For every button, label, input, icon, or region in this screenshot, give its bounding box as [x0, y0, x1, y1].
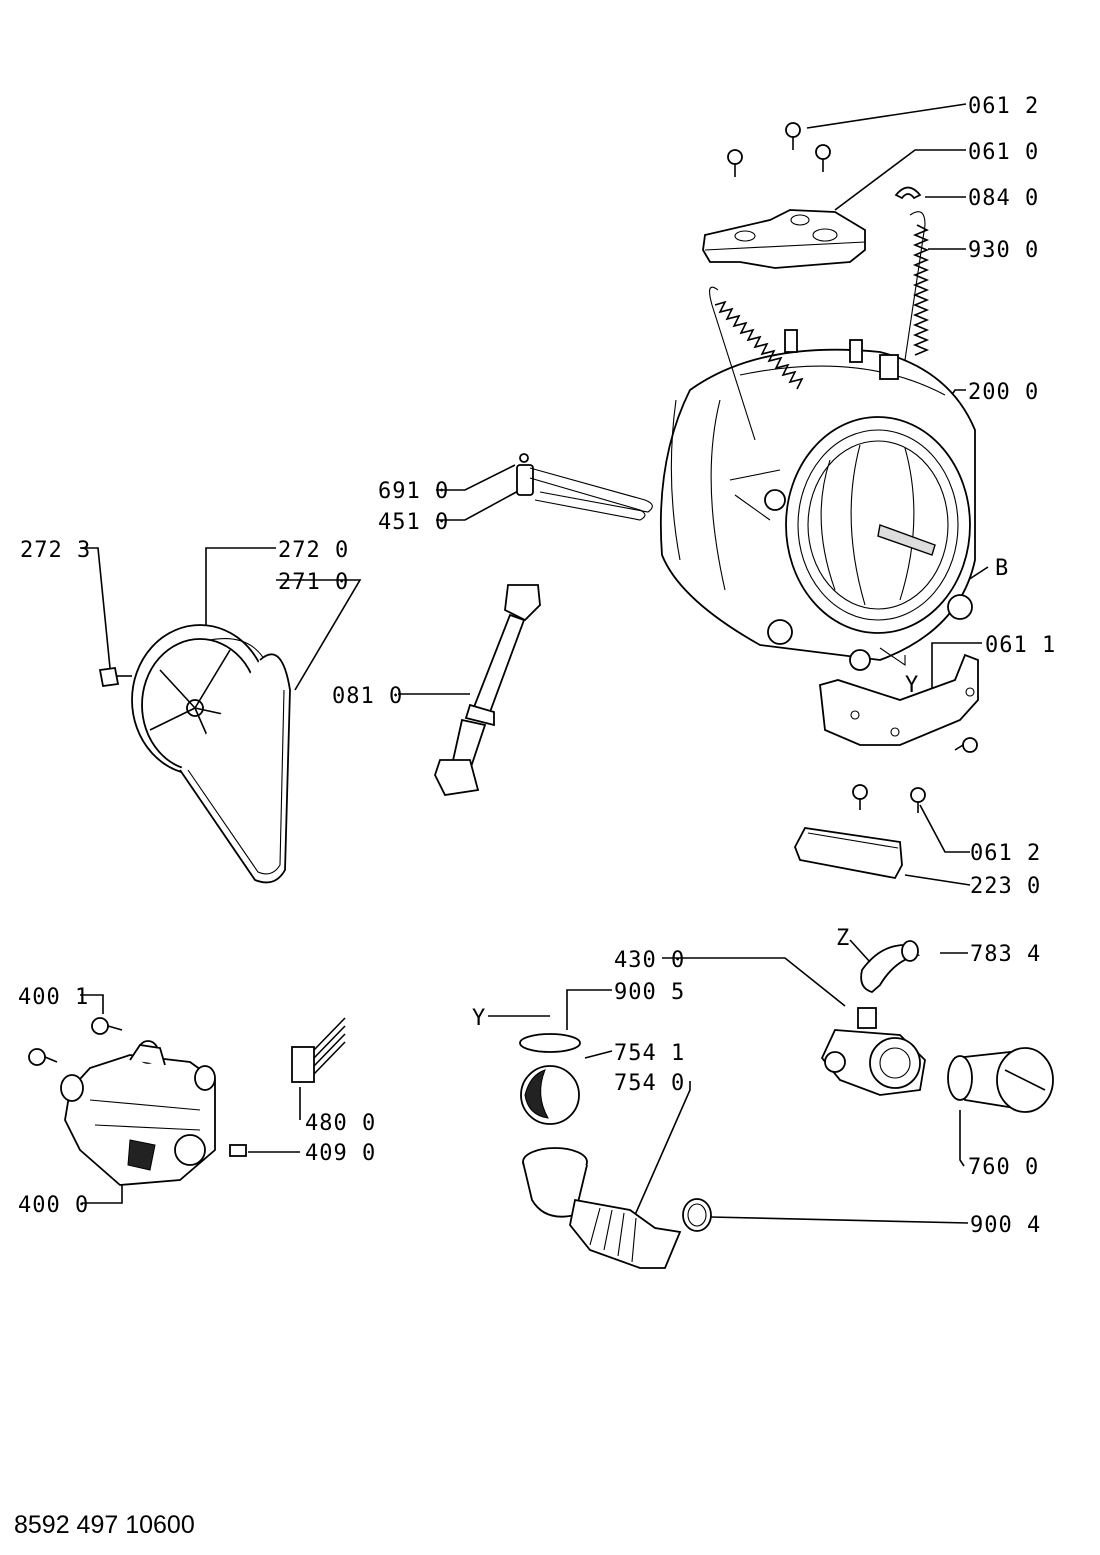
- counterweight-bottom: [819, 653, 979, 746]
- label-760-0: 760 0: [968, 1155, 1039, 1180]
- heating-element: [516, 453, 653, 521]
- pulley-bolt: [98, 666, 132, 688]
- label-400-0: 400 0: [18, 1193, 89, 1218]
- label-061-2-top: 061 2: [968, 94, 1039, 119]
- label-400-1: 400 1: [18, 985, 89, 1010]
- motor-screws: [28, 1017, 123, 1066]
- sump-hose: [522, 1147, 682, 1269]
- leader-lines: [80, 103, 989, 1224]
- shock-absorber: [434, 584, 541, 796]
- label-754-0: 754 0: [614, 1071, 685, 1096]
- label-430-0: 430 0: [614, 948, 685, 973]
- bracket-part: [894, 186, 922, 200]
- label-783-4: 783 4: [970, 942, 1041, 967]
- label-061-2-bottom: 061 2: [970, 841, 1041, 866]
- label-930-0: 930 0: [968, 238, 1039, 263]
- screws-top: [727, 122, 831, 177]
- pump-filter: [947, 1047, 1054, 1113]
- label-272-3: 272 3: [20, 538, 91, 563]
- label-272-0: 272 0: [278, 538, 349, 563]
- label-409-0: 409 0: [305, 1141, 376, 1166]
- label-200-0: 200 0: [968, 380, 1039, 405]
- motor-connector: [291, 1017, 346, 1083]
- label-480-0: 480 0: [305, 1111, 376, 1136]
- document-number: 8592 497 10600: [14, 1511, 195, 1539]
- hose-clamp: [682, 1198, 712, 1232]
- label-900-4: 900 4: [970, 1213, 1041, 1238]
- drive-motor: [60, 1040, 216, 1186]
- screws-bottom: [852, 737, 978, 813]
- marker-z: Z: [836, 926, 850, 951]
- label-900-5: 900 5: [614, 980, 685, 1005]
- label-223-0: 223 0: [970, 874, 1041, 899]
- tub-assembly: [659, 329, 976, 671]
- suspension-springs: [709, 211, 930, 441]
- label-081-0: 081 0: [332, 684, 403, 709]
- label-084-0: 084 0: [968, 186, 1039, 211]
- marker-y-sump: Y: [472, 1006, 486, 1031]
- label-754-1: 754 1: [614, 1041, 685, 1066]
- drain-pump: [820, 1007, 926, 1096]
- lid-part: [794, 827, 903, 880]
- label-061-1: 061 1: [985, 633, 1056, 658]
- marker-b: B: [995, 556, 1009, 581]
- label-061-0: 061 0: [968, 140, 1039, 165]
- sump-ball-valve: [519, 1033, 581, 1125]
- drum-pulley: [131, 624, 291, 884]
- counterweight-top: [702, 209, 866, 269]
- part-labels: 061 2 061 0 084 0 930 0 200 0 691 0 451 …: [18, 94, 1056, 1238]
- label-271-0: 271 0: [278, 570, 349, 595]
- carbon-brush: [229, 1144, 247, 1157]
- marker-y-tub: Y: [905, 673, 919, 698]
- hose-part: [860, 940, 921, 994]
- label-451-0: 451 0: [378, 510, 449, 535]
- label-691-0: 691 0: [378, 479, 449, 504]
